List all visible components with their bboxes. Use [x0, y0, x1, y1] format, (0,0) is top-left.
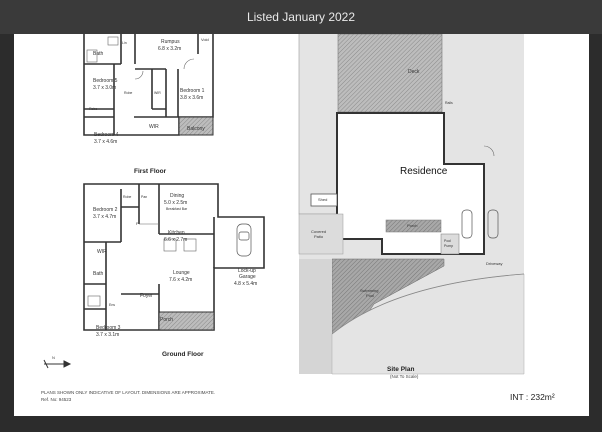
site-porch-label: Porch [407, 223, 418, 228]
ground-floor-plan [83, 183, 265, 331]
swimming-pool-line1: Swimming [360, 288, 379, 293]
garage-dim: 4.8 x 5.4m [234, 281, 258, 287]
first-floor-title: First Floor [134, 168, 167, 175]
pantry-label: Pan [141, 195, 148, 199]
ens-label: Ens [109, 303, 116, 307]
balcony-label: Balcony [187, 126, 205, 132]
dining-name: Dining [170, 193, 185, 199]
bedroom3-name: Bedroom 3 [96, 325, 121, 331]
gf-f-label: F [136, 221, 139, 226]
garage-cars [236, 223, 252, 257]
ff-wir-label: WIR [149, 124, 159, 130]
gf-bath-label: Bath [93, 271, 104, 277]
ff-wir-small-label: WIR [154, 91, 161, 95]
rumpus-name: Rumpus [161, 39, 180, 45]
listing-header: Listed January 2022 [0, 0, 602, 34]
void-label: Void [201, 37, 209, 42]
lounge-dim: 7.6 x 4.2m [169, 277, 193, 283]
bedroom3-dim: 3.7 x 3.1m [96, 332, 120, 338]
garage-name-line2: Garage [239, 274, 256, 280]
site-plan-subtitle: (Not To Scale) [390, 374, 419, 379]
kitchen-name: Kitchen [168, 230, 185, 236]
shed-building [310, 193, 338, 207]
porch-label: Porch [160, 317, 174, 323]
kitchen-dim: 6.6 x 2.7m [164, 237, 188, 243]
swimming-pool-line2: Pool [366, 293, 375, 298]
gf-wir-label: WIR [97, 249, 107, 255]
driveway-label: Driveway [486, 261, 503, 266]
bedroom2-name: Bedroom 2 [93, 207, 118, 213]
rails-label: Rails [445, 101, 453, 105]
dining-dim: 5.0 x 2.5m [164, 200, 188, 206]
gf-robe-label: Robe [123, 195, 132, 199]
bedroom1-name: Bedroom 1 [180, 88, 205, 94]
breakfast-bar-label: Breakfast Bar [166, 207, 188, 211]
deck-label: Deck [408, 69, 420, 75]
ff-bath-label: Bath [93, 51, 104, 57]
rumpus-dim: 6.8 x 3.2m [158, 46, 182, 52]
foyer-label: Foyer [140, 293, 153, 299]
pool-pump-line2: Pump [444, 244, 454, 248]
deck-area [337, 34, 443, 113]
ground-floor-title: Ground Floor [162, 351, 204, 358]
lounge-name: Lounge [173, 270, 190, 276]
covered-patio-line1: Covered [311, 229, 327, 234]
bedroom5-name: Bedroom 5 [93, 78, 118, 84]
reference-number: Ref. No: 94523 [41, 397, 72, 402]
north-arrow-icon [43, 359, 72, 369]
disclaimer-text: PLANS SHOWN ONLY INDICATIVE OF LAYOUT. D… [41, 390, 216, 395]
ff-robe-label: Robe [124, 91, 133, 95]
ff-robe2-label: Robe [89, 107, 98, 111]
internal-area: INT : 232m² [510, 392, 555, 402]
bedroom5-dim: 3.7 x 3.0m [93, 85, 117, 91]
bedroom1-dim: 3.8 x 3.6m [180, 95, 204, 101]
bedroom2-dim: 3.7 x 4.7m [93, 214, 117, 220]
north-label: N [52, 355, 55, 360]
covered-patio-line2: Patio [314, 234, 324, 239]
balcony-area [178, 116, 214, 136]
residence-label: Residence [400, 166, 448, 177]
floor-plan-drawing [43, 34, 525, 375]
listing-date-title: Listed January 2022 [246, 10, 356, 24]
garage-name-line1: Lock-up [238, 268, 256, 274]
shed-label: Shed [318, 197, 328, 202]
bedroom4-dim: 3.7 x 4.6m [94, 139, 118, 145]
porch-area [158, 311, 215, 331]
pool-pump-line1: Pool [444, 239, 452, 243]
driveway-cars [461, 209, 499, 239]
site-plan-title: Site Plan [387, 366, 415, 373]
floor-plan-sheet: Bath Lin Rumpus 6.8 x 3.2m Void Bedroom … [14, 34, 589, 416]
residence-building [336, 112, 485, 255]
ground-floor-fixtures [87, 223, 197, 307]
ff-lin-label: Lin [122, 41, 127, 45]
site-plan [298, 34, 525, 375]
bedroom4-name: Bedroom 4 [94, 132, 119, 138]
first-floor-fixtures [86, 36, 195, 80]
